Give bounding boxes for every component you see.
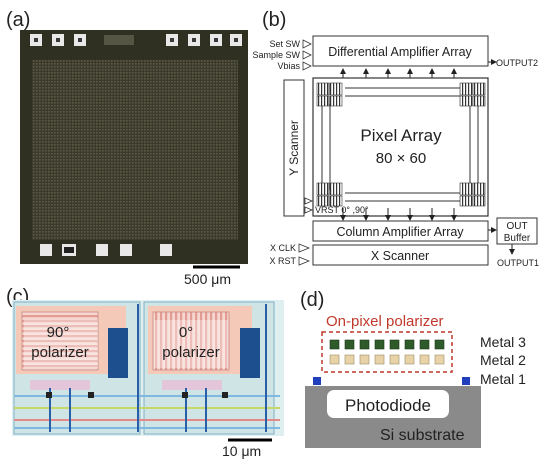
column-amplifier-box xyxy=(312,220,489,242)
cell-0-blue-block xyxy=(240,328,260,378)
pol0-line1: 0° xyxy=(179,324,193,341)
metal1-label: Metal 1 xyxy=(480,371,526,387)
pixel-array-title: Pixel Array xyxy=(360,126,442,145)
metal1-right xyxy=(462,377,470,385)
on-pixel-polarizer-box xyxy=(321,331,453,373)
photodiode-region xyxy=(327,390,449,418)
on-pixel-polarizer-label: On-pixel polarizer xyxy=(326,313,444,330)
y-scanner-box xyxy=(283,79,305,217)
differential-amplifier-box xyxy=(312,35,489,67)
pixel-array-bus-lines xyxy=(321,87,479,202)
scale-bar-c-label: 10 μm xyxy=(222,443,261,459)
scale-bar-a-label: 500 μm xyxy=(184,271,231,287)
chip-logo-mark xyxy=(104,35,134,45)
y-scanner-triangles xyxy=(304,197,314,214)
column-amp-arrows xyxy=(340,208,457,221)
input-triangles xyxy=(302,39,312,71)
metal3-squares xyxy=(329,339,445,350)
column-amplifier-label: Column Amplifier Array xyxy=(336,225,464,239)
y-scanner-label: Y Scanner xyxy=(287,120,301,176)
metal1-left xyxy=(313,377,321,385)
chip-top-pads xyxy=(30,34,242,46)
pol0-line2: polarizer xyxy=(162,344,220,361)
output2-label: OUTPUT2 xyxy=(496,58,538,68)
x-rst-label: X RST xyxy=(269,256,296,266)
out-buffer-box xyxy=(496,217,538,245)
out-buffer-line2: Buffer xyxy=(504,233,531,244)
panel-c: (c) xyxy=(6,286,284,459)
input-vbias: Vbias xyxy=(277,61,300,71)
input-set-sw: Set SW xyxy=(269,39,300,49)
pixel-array-size: 80 × 60 xyxy=(376,150,426,167)
metal3-label: Metal 3 xyxy=(480,334,526,350)
polarizer-90-grating xyxy=(21,311,99,371)
pol90-line2: polarizer xyxy=(31,344,89,361)
corner-pixel-cells xyxy=(316,82,486,207)
differential-amplifier-label: Differential Amplifier Array xyxy=(328,45,472,59)
chip-top-pad-centers xyxy=(34,38,238,42)
input-sample-sw: Sample SW xyxy=(252,50,300,60)
cell-90-transistor xyxy=(30,380,90,390)
pol90-line1: 90° xyxy=(47,324,70,341)
x-scanner-triangles xyxy=(298,243,311,266)
panel-a: (a) xyxy=(6,9,248,287)
panel-b-label: (b) xyxy=(262,9,286,31)
panel-d: (d) On-pixel polarizer xyxy=(300,289,526,448)
vrst-label: VRST 0° ,90° xyxy=(315,205,369,215)
x-scanner-label: X Scanner xyxy=(371,249,429,263)
x-clk-label: X CLK xyxy=(270,243,296,253)
cell-90-blue-block xyxy=(108,328,128,378)
chip-pixel-array xyxy=(32,60,238,240)
out-buffer-line1: OUT xyxy=(506,221,527,232)
photodiode-label: Photodiode xyxy=(345,396,431,415)
metal2-label: Metal 2 xyxy=(480,352,526,368)
chip-bottom-pad-dark xyxy=(64,247,74,253)
x-scanner-box xyxy=(312,244,489,266)
polarizer-0-grating xyxy=(152,311,230,371)
panel-a-label: (a) xyxy=(6,9,30,31)
cell-0-transistor xyxy=(162,380,222,390)
metal2-squares xyxy=(329,354,445,365)
pol0-label-bg xyxy=(154,320,228,368)
panel-d-label: (d) xyxy=(300,289,324,311)
diff-amp-arrows xyxy=(340,68,457,78)
si-substrate-label: Si substrate xyxy=(380,427,465,444)
pol90-label-bg xyxy=(24,320,98,368)
panel-b: (b) Differential Amplifier Array OUTPUT2… xyxy=(252,9,539,268)
output1-label: OUTPUT1 xyxy=(497,258,539,268)
layout-contacts xyxy=(46,392,228,398)
